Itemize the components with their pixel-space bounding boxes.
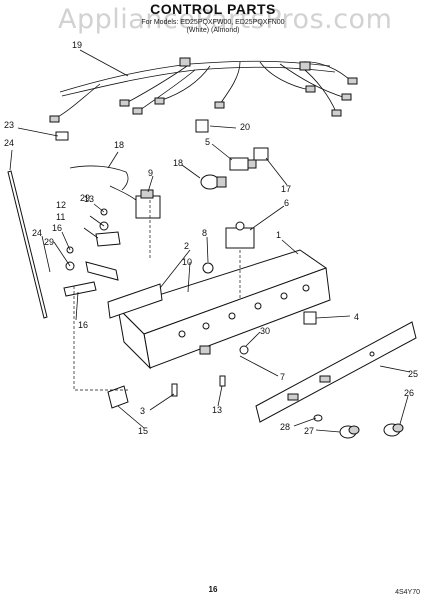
callout-21: 20: [240, 122, 250, 132]
page-title: CONTROL PARTS: [150, 1, 276, 17]
callout-22: 23: [4, 120, 14, 130]
callout-28: 28: [280, 422, 290, 432]
figure-code: 4S4Y70: [395, 589, 420, 596]
callout-27: 27: [304, 426, 314, 436]
housing-clip: [303, 311, 317, 325]
wire-harness: [49, 57, 358, 123]
callout-16: 16: [52, 223, 62, 233]
screw-lower: [219, 375, 226, 387]
callout-17: 17: [281, 184, 291, 194]
light-bulb: [200, 174, 227, 190]
callout-4: 4: [354, 312, 359, 322]
control-bracket-stack: [63, 208, 121, 297]
callout-14: 15: [138, 426, 148, 436]
control-knob-2: [339, 425, 360, 439]
callout-7: 7: [280, 372, 285, 382]
washer: [239, 345, 249, 355]
callout-1: 1: [276, 230, 281, 240]
callout-11: 11: [56, 212, 65, 222]
mounting-bracket: [107, 385, 129, 409]
light-switch: [253, 147, 269, 161]
callout-9: 9: [148, 168, 153, 178]
callout-3: 3: [140, 406, 145, 416]
switch-clip: [195, 119, 209, 133]
cold-control-thermostat: [109, 185, 161, 219]
watermark: AppliancePartsPros.com: [58, 4, 393, 35]
callout-18: 18: [114, 140, 124, 150]
model-line: For Models: ED25PQXFW00, ED25PQXFN00: [141, 19, 285, 26]
capillary-tube: [69, 165, 129, 191]
callout-20: 19: [72, 40, 82, 50]
knob-spring: [313, 414, 323, 422]
callout-10: 10: [182, 257, 192, 267]
damper-control: [225, 221, 255, 249]
callout-15: 16: [78, 320, 88, 330]
control-housing: [117, 249, 331, 370]
screw: [171, 383, 178, 397]
callout-23: 24: [4, 138, 14, 148]
callout-26: 26: [404, 388, 414, 398]
light-socket: [229, 157, 257, 171]
control-knob: [383, 423, 404, 437]
callout-19: 18: [173, 158, 183, 168]
callout-8: 8: [202, 228, 207, 238]
leader-lines: [9, 49, 411, 433]
color-line: (White) (Almond): [186, 27, 240, 34]
callout-29-lower: 29: [44, 237, 54, 247]
control-panel-overlay: [255, 321, 417, 423]
callout-24: 24: [32, 228, 42, 238]
callout-29-upper: 29: [80, 193, 90, 203]
callout-2: 2: [184, 241, 189, 251]
callout-6: 6: [284, 198, 289, 208]
callout-13-upper: 13: [84, 194, 94, 204]
callout-12: 12: [56, 200, 66, 210]
callout-30: 30: [260, 326, 270, 336]
callout-25: 25: [408, 369, 418, 379]
housing-bracket: [107, 283, 163, 319]
control-knob-shaft: [202, 262, 214, 274]
page-number: 16: [208, 585, 218, 594]
callout-5: 5: [205, 137, 210, 147]
callout-13-lower: 13: [212, 405, 222, 415]
control-rod: [7, 170, 48, 319]
